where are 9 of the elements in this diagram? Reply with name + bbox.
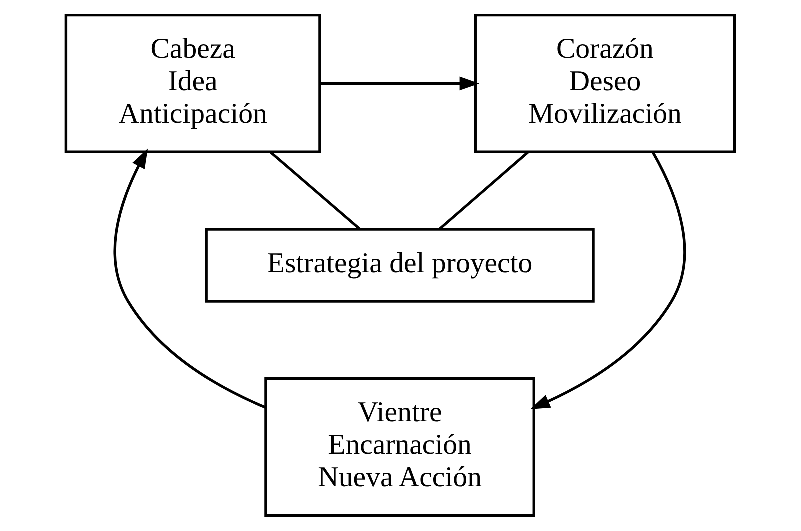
arrow: [114, 148, 267, 410]
arrow: [530, 152, 686, 410]
node-box: Vientre Encarnación Nueva Acción: [264, 378, 536, 518]
arrow: [320, 76, 480, 91]
connector: [438, 151, 530, 230]
node-box: Corazón Deseo Movilización: [474, 14, 736, 154]
connector: [270, 151, 362, 230]
node-box: Cabeza Idea Anticipación: [64, 14, 322, 154]
node-box: Estrategia del proyecto: [205, 228, 595, 303]
